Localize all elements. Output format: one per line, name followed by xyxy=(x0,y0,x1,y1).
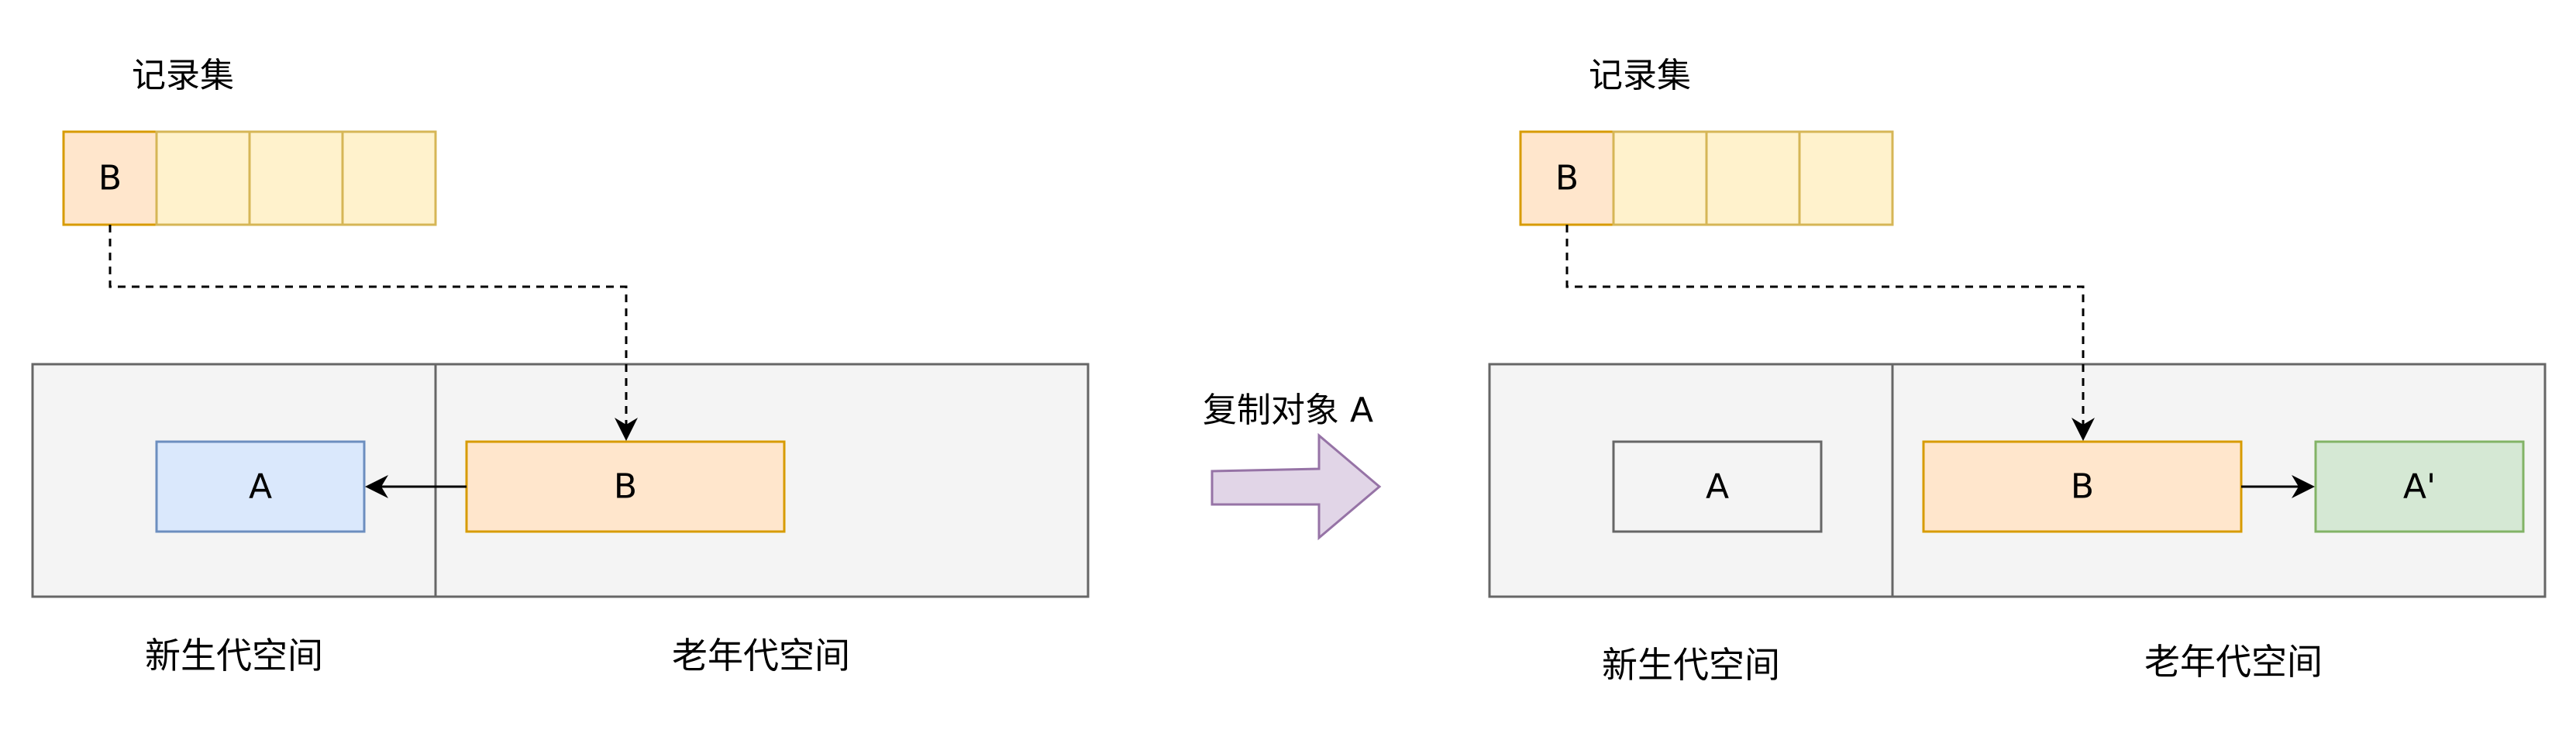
left-record-set: B xyxy=(62,130,437,226)
right-young-gen-label: 新生代空间 xyxy=(1602,644,1780,686)
left-diagram: 记录集 B A B 新生代空间 老年代空间 xyxy=(31,56,1090,676)
right-record-cell-0 xyxy=(1519,130,1615,226)
transition: 复制对象 A xyxy=(1203,391,1382,541)
left-record-set-label: 记录集 xyxy=(132,56,234,95)
right-object-a-copy xyxy=(2314,440,2525,533)
right-reference-arrow-record-to-b xyxy=(1565,225,2095,441)
right-object-a-copy-text: A' xyxy=(2403,467,2436,507)
left-record-cell-0-text: B xyxy=(98,159,122,198)
left-reference-arrow-record-to-b xyxy=(108,225,638,441)
left-record-cell-3 xyxy=(341,130,437,226)
right-object-a-text: A xyxy=(1706,467,1729,507)
right-diagram: 记录集 B A B A' 新生代空间 老年代空间 xyxy=(1488,56,2547,686)
right-object-b-text: B xyxy=(2071,467,2094,507)
right-record-set-label: 记录集 xyxy=(1589,56,1691,95)
right-object-a xyxy=(1612,440,1823,533)
right-record-cell-1 xyxy=(1612,130,1708,226)
left-object-a xyxy=(155,440,366,533)
right-object-b xyxy=(1922,440,2243,533)
left-object-b xyxy=(465,440,786,533)
transition-label: 复制对象 A xyxy=(1203,391,1373,430)
transition-arrow xyxy=(1211,432,1382,541)
left-object-b-text: B xyxy=(614,467,637,507)
left-old-gen-label: 老年代空间 xyxy=(672,635,850,676)
right-record-cell-0-text: B xyxy=(1555,159,1579,198)
right-record-cell-3 xyxy=(1798,130,1894,226)
left-young-gen-label: 新生代空间 xyxy=(145,635,323,676)
right-record-cell-2 xyxy=(1705,130,1801,226)
left-record-cell-1 xyxy=(155,130,251,226)
left-record-cell-2 xyxy=(248,130,344,226)
left-record-cell-0 xyxy=(62,130,158,226)
right-record-set: B xyxy=(1519,130,1894,226)
right-old-gen-label: 老年代空间 xyxy=(2144,641,2323,683)
left-object-a-text: A xyxy=(249,467,272,507)
